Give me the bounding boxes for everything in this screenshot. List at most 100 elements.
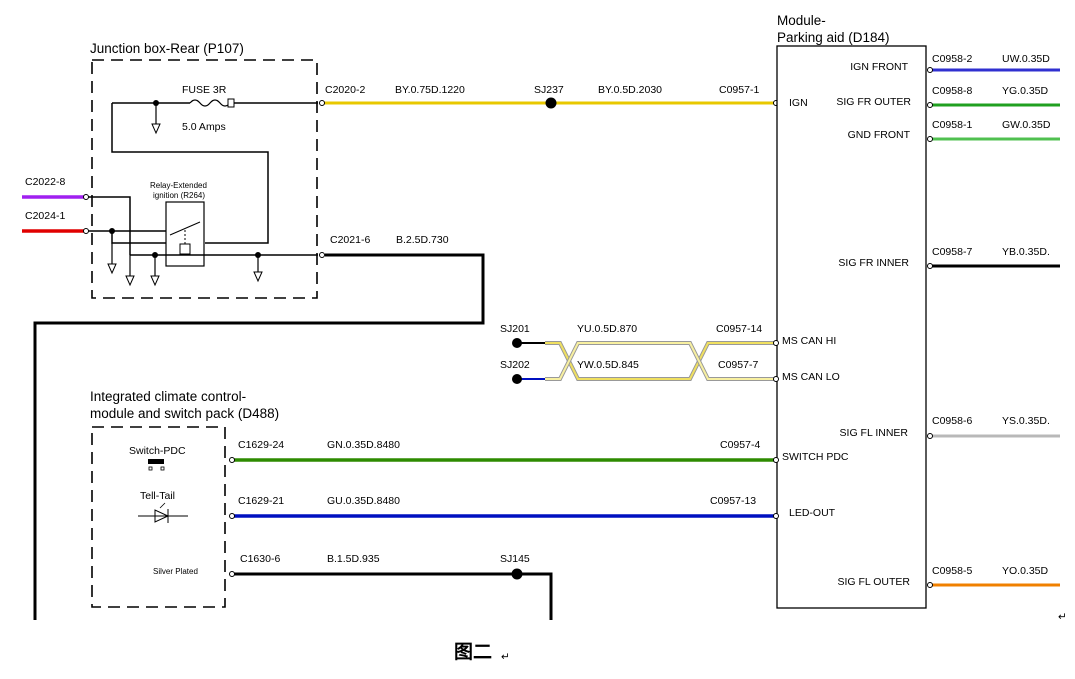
module-title-2: Parking aid (D184) (777, 30, 890, 45)
connector-c0958-8: C0958-8 (932, 85, 972, 97)
climate-box-border (91, 426, 226, 608)
climate-module: Integrated climate control- module and s… (90, 389, 279, 608)
connector-c2020-2: C2020-2 (325, 84, 365, 96)
wire-code-gn: GN.0.35D.8480 (327, 439, 400, 451)
wire-code-uw: UW.0.35D (1002, 53, 1050, 65)
relay-icon (165, 201, 205, 267)
connector-pin (229, 513, 235, 519)
can-bus: SJ201 SJ202 YU.0.5D.870 YW.0.5D.845 C095… (500, 323, 779, 384)
splice-node (512, 374, 522, 384)
ground2-wire: C1630-6 B.1.5D.935 SJ145 (229, 553, 553, 620)
wire-code-gu: GU.0.35D.8480 (327, 495, 400, 507)
connector-c1629-24: C1629-24 (238, 439, 284, 451)
relay-label-2: ignition (R264) (153, 191, 205, 200)
connector-c0958-5: C0958-5 (932, 565, 972, 577)
connector-c0957-13: C0957-13 (710, 495, 756, 507)
splice-sj237: SJ237 (534, 84, 564, 96)
pin-ign-front: IGN FRONT (850, 61, 908, 73)
junction-box-border (91, 59, 318, 299)
splice-sj202: SJ202 (500, 359, 530, 371)
fuse-icon (189, 98, 235, 108)
wire-code-by-0-5: BY.0.5D.2030 (598, 84, 662, 96)
module-box (776, 45, 927, 609)
return-mark: ↵ (1058, 611, 1067, 623)
connector-c2022-8: C2022-8 (25, 176, 65, 188)
connector-c1629-21: C1629-21 (238, 495, 284, 507)
connector-c0957-1: C0957-1 (719, 84, 759, 96)
pin-led-out: LED-OUT (789, 507, 836, 519)
relay-label-1: Relay-Extended (150, 181, 207, 190)
ground-icon (151, 103, 161, 135)
fuse-label: FUSE 3R (182, 84, 227, 96)
pin-sig-fr-outer: SIG FR OUTER (836, 96, 911, 108)
connector-pin (927, 433, 933, 439)
pin-sig-fr-inner: SIG FR INNER (838, 257, 909, 269)
connector-c1630-6: C1630-6 (240, 553, 280, 565)
connector-pin (773, 513, 779, 519)
connector-pin (229, 571, 235, 577)
junction-box: Junction box-Rear (P107) FUSE 3R 5.0 Amp… (22, 41, 318, 299)
ign-feed-wire: C2020-2 BY.0.75D.1220 SJ237 BY.0.5D.2030… (319, 84, 779, 109)
pin-gnd-front: GND FRONT (848, 129, 911, 141)
connector-c0957-4: C0957-4 (720, 439, 760, 451)
connector-c2021-6: C2021-6 (330, 234, 370, 246)
wire-code-gw: GW.0.35D (1002, 119, 1051, 131)
connector-pin (927, 136, 933, 142)
led-out-wire: C1629-21 GU.0.35D.8480 C0957-13 (229, 495, 779, 519)
connector-c0958-7: C0958-7 (932, 246, 972, 258)
climate-title-1: Integrated climate control- (90, 389, 246, 404)
parking-aid-module: Module- Parking aid (D184) IGN MS CAN HI… (776, 13, 927, 609)
splice-node (545, 97, 557, 109)
connector-pin (319, 252, 325, 258)
connector-pin (927, 263, 933, 269)
connector-pin (229, 457, 235, 463)
silver-plated-label: Silver Plated (153, 567, 198, 576)
connector-pin (927, 582, 933, 588)
caption-return-mark: ↵ (501, 651, 510, 663)
wire-code-yu: YU.0.5D.870 (577, 323, 637, 335)
switch-pdc-label: Switch-PDC (129, 445, 186, 457)
wire-code-yw: YW.0.5D.845 (577, 359, 639, 371)
splice-node (512, 338, 522, 348)
ground-icon (107, 243, 263, 287)
wire-code-yg: YG.0.35D (1002, 85, 1049, 97)
splice-node (511, 568, 523, 580)
connector-pin (773, 457, 779, 463)
junction-box-title: Junction box-Rear (P107) (90, 41, 244, 56)
fuse-rating: 5.0 Amps (182, 121, 226, 133)
connector-pin (773, 340, 779, 346)
pin-ms-can-hi: MS CAN HI (782, 335, 836, 347)
wire-code-b-2-5: B.2.5D.730 (396, 234, 449, 246)
connector-c0957-14: C0957-14 (716, 323, 762, 335)
connector-pin (773, 376, 779, 382)
ground-wire: C2021-6 B.2.5D.730 (33, 234, 485, 620)
fuse-feed-loop (111, 103, 269, 244)
wire-code-b-1-5: B.1.5D.935 (327, 553, 380, 565)
splice-sj145: SJ145 (500, 553, 530, 565)
jb-wire-purple-internal (88, 196, 131, 255)
module-title-1: Module- (777, 13, 826, 28)
climate-title-2: module and switch pack (D488) (90, 406, 279, 421)
connector-c2024-1: C2024-1 (25, 210, 65, 222)
connector-c0958-1: C0958-1 (932, 119, 972, 131)
wire-code-by-0-75: BY.0.75D.1220 (395, 84, 465, 96)
splice-sj201: SJ201 (500, 323, 530, 335)
connector-c0958-2: C0958-2 (932, 53, 972, 65)
connector-pin (319, 100, 325, 106)
wire-code-ys: YS.0.35D. (1002, 415, 1050, 427)
module-outputs: C0958-2 UW.0.35D C0958-8 YG.0.35D C0958-… (927, 53, 1060, 588)
jb-wire-coil (111, 231, 166, 244)
pin-sig-fl-inner: SIG FL INNER (840, 427, 909, 439)
pin-switch-pdc: SWITCH PDC (782, 451, 849, 463)
switch-pdc-wire: C1629-24 GN.0.35D.8480 C0957-4 (229, 439, 779, 463)
led-icon (138, 502, 188, 523)
telltale-label: Tell-Tail (140, 490, 175, 502)
pin-ign: IGN (789, 97, 808, 109)
wire-code-yb: YB.0.35D. (1002, 246, 1050, 258)
connector-pin (83, 228, 89, 234)
pin-ms-can-lo: MS CAN LO (782, 371, 840, 383)
connector-pin (83, 194, 89, 200)
switch-icon (148, 459, 165, 471)
connector-pin (927, 102, 933, 108)
